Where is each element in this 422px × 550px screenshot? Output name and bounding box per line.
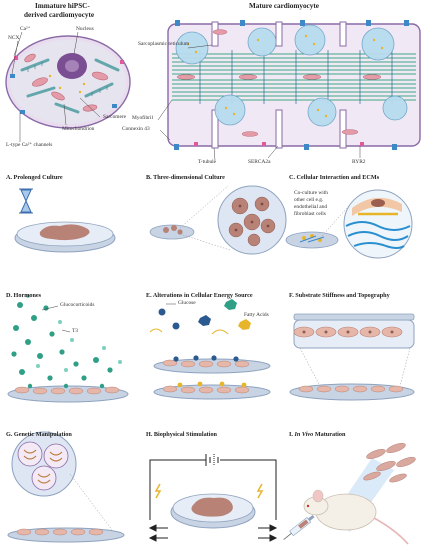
panel-g-title: G. Genetic Manipulation (6, 431, 72, 438)
panel-i-title-italic: In Vivo (294, 431, 314, 438)
immature-title-line2: derived cardiomyocyte (24, 11, 95, 19)
label-mitochondrion: Mitochondrion (62, 126, 95, 132)
panel-b-title: B. Three-dimensional Culture (146, 174, 225, 181)
panel-f-title: F. Substrate Stiffness and Topography (289, 292, 390, 299)
panel-e-title: E. Alterations in Cellular Energy Source (146, 292, 253, 299)
label-ltype: L-type Ca²⁺ channels (6, 142, 53, 148)
label-ca: Ca²⁺ (20, 26, 31, 32)
panel-i-title-suffix: Maturation (313, 431, 346, 438)
mature-cardiomyocyte (167, 20, 421, 150)
panel-e-graphic (149, 299, 271, 400)
panel-c-graphic (285, 189, 413, 259)
mature-title: Mature cardiomyocyte (249, 2, 319, 10)
label-glucose: Glucose (178, 300, 196, 306)
panel-i-graphic (283, 443, 416, 545)
label-ryr: RYR2 (352, 159, 366, 165)
immature-title-line1: Immature hiPSC- (35, 2, 90, 10)
label-fatty-acids: Fatty Acids (244, 312, 269, 318)
label-serca: SERCA2a (248, 159, 271, 165)
panel-h-graphic (148, 454, 278, 542)
label-ncx: NCX (8, 35, 20, 41)
label-ttubule: T-tubule (198, 159, 217, 165)
panel-c-title: C. Cellular Interaction and ECMs (289, 174, 380, 181)
panel-a-title: A. Prolonged Culture (6, 174, 63, 181)
label-nucleus: Nucleus (76, 26, 94, 32)
label-glucocorticoids: Glucocorticoids (60, 302, 95, 308)
label-t3: T3 (72, 328, 78, 334)
panel-c-note-2: other cell e.g. (294, 197, 324, 203)
panel-c-note-1: Co-culture with (294, 190, 328, 196)
panel-f-graphic (289, 313, 415, 401)
panel-c-note-4: fibroblast cells (294, 211, 326, 217)
panel-i-title: I. In Vivo Maturation (289, 431, 346, 438)
panel-b-graphic (149, 185, 287, 255)
panel-d-graphic (7, 294, 129, 403)
panel-d-title: D. Hormones (6, 292, 42, 299)
label-connexin: Connexin 43 (122, 126, 150, 132)
label-myofibril: Myofibril (132, 115, 153, 121)
label-sr: Sarcoplasmic reticulum (138, 41, 190, 47)
panel-c-note-3: endothelial and (294, 204, 328, 210)
panel-g-graphic (7, 431, 125, 543)
panel-a-graphic (14, 188, 116, 253)
panel-h-title: H. Biophysical Stimulation (146, 431, 217, 438)
label-sarcomere: Sarcomere (103, 114, 127, 120)
panel-i-title-prefix: I. (289, 431, 295, 438)
immature-cardiomyocyte (5, 35, 131, 129)
